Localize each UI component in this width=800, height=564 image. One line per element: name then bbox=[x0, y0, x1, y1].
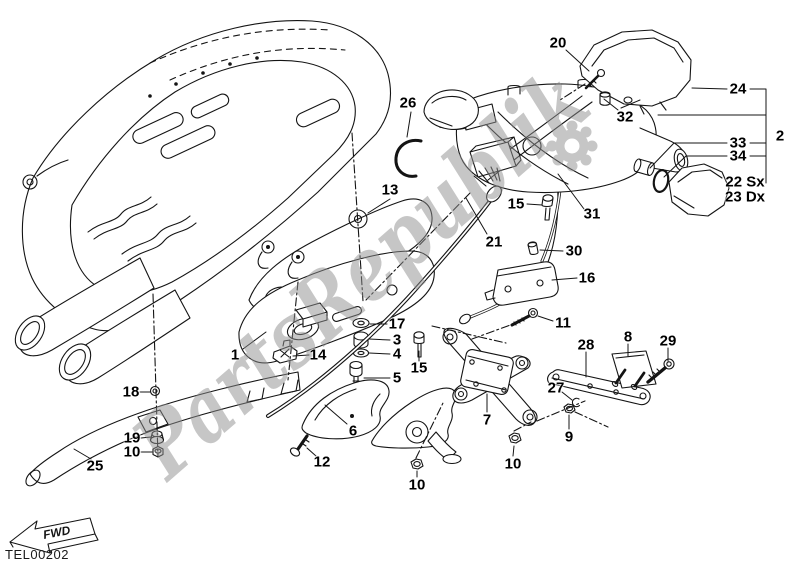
centerlines bbox=[152, 83, 609, 459]
muffler-art bbox=[14, 20, 391, 385]
tail-light-art bbox=[266, 29, 730, 418]
mudguard-art bbox=[289, 379, 462, 465]
watermark-cog-icon bbox=[546, 120, 598, 172]
fwd-arrow-icon bbox=[9, 517, 99, 554]
fwd-label: FWD bbox=[42, 523, 72, 542]
tube-art bbox=[25, 371, 301, 487]
diagram-code: TEL00202 bbox=[5, 547, 69, 562]
plate-holder-art bbox=[410, 307, 675, 470]
bracket-plates-art bbox=[238, 198, 435, 394]
leader-lines bbox=[73, 49, 767, 478]
